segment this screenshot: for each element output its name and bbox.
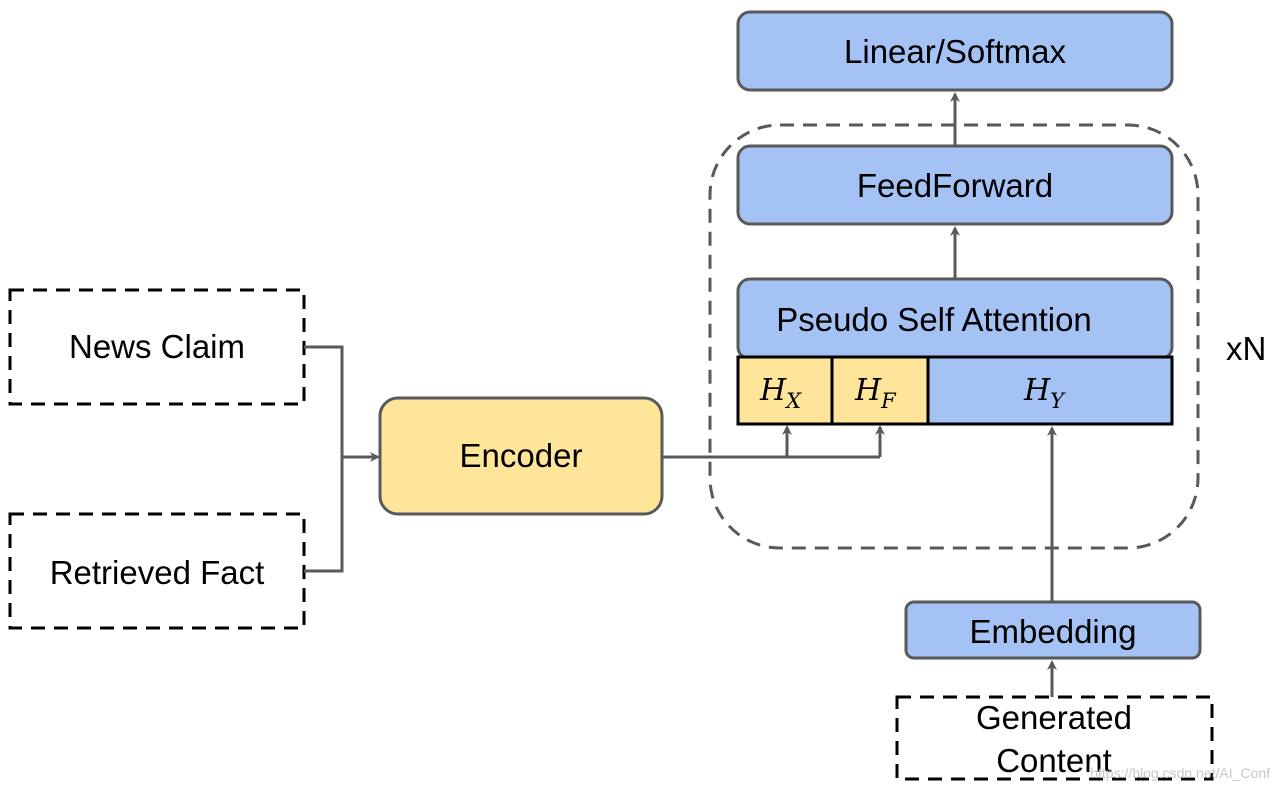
repeat-count-label: xN <box>1226 330 1266 367</box>
retrieved-fact-box <box>8 512 306 630</box>
generated-content-box <box>895 695 1214 781</box>
watermark-text: https://blog.csdn.net/AI_Conf <box>1090 765 1270 781</box>
retrieved-fact-label: Retrieved Fact <box>50 554 265 591</box>
news-claim-box <box>8 288 306 406</box>
linear-softmax-block <box>736 10 1174 92</box>
generated-content-label-line1: Generated <box>976 699 1132 736</box>
feedforward-label: FeedForward <box>857 167 1053 204</box>
hf-label: HF <box>854 373 897 413</box>
hx-label: HX <box>759 373 802 413</box>
hx-cell <box>736 355 834 426</box>
linear-softmax-label: Linear/Softmax <box>844 33 1066 70</box>
encoder-label: Encoder <box>460 437 583 474</box>
generated-content-label-line2: Content <box>996 742 1112 779</box>
embedding-label: Embedding <box>970 613 1137 650</box>
news-claim-connector <box>304 345 344 573</box>
hy-cell <box>926 355 1174 426</box>
hy-label: HY <box>1023 373 1066 413</box>
hf-cell <box>830 355 930 426</box>
pseudo-self-attention-label: Pseudo Self Attention <box>776 301 1092 338</box>
news-claim-label: News Claim <box>69 328 245 365</box>
